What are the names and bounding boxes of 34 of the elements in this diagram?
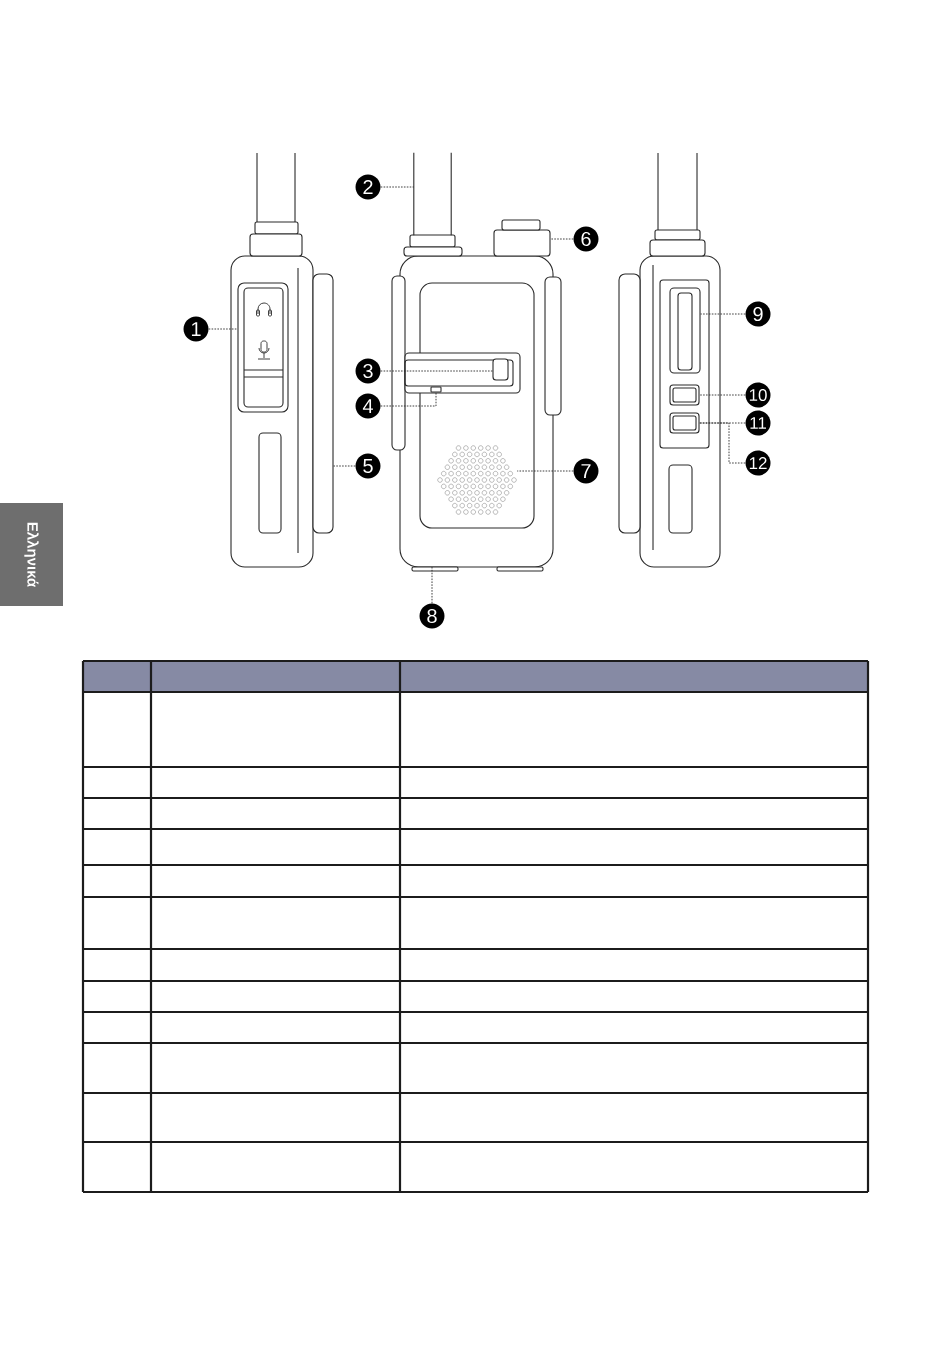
callout-number: 5	[355, 453, 381, 479]
language-tab: Ελληνικά	[0, 503, 63, 606]
button	[669, 412, 700, 434]
jack-cover	[237, 282, 289, 413]
antenna	[413, 152, 452, 236]
leader-line	[380, 392, 437, 407]
callout-number: 6	[573, 226, 599, 252]
leader-line	[516, 470, 574, 472]
leader-line	[699, 422, 746, 464]
callout-number: 3	[355, 358, 381, 384]
leader-line	[700, 313, 746, 315]
callout-number: 11	[745, 410, 771, 436]
side-button	[669, 287, 701, 374]
callout-number: 2	[355, 174, 381, 200]
button	[669, 384, 700, 406]
leader-line	[699, 394, 746, 396]
leader-line	[380, 370, 493, 372]
callout-number: 1	[183, 316, 209, 342]
knob	[493, 219, 551, 257]
callout-number: 10	[745, 382, 771, 408]
callout-number: 4	[355, 393, 381, 419]
indicator-light	[430, 386, 442, 393]
callout-number: 12	[745, 450, 771, 476]
leader-line	[208, 328, 238, 330]
leader-line	[380, 186, 415, 188]
callout-number: 8	[419, 603, 445, 629]
callout-number: 9	[745, 301, 771, 327]
side-panel	[312, 273, 334, 534]
leader-line	[431, 566, 433, 604]
leader-line	[333, 465, 356, 467]
leader-line	[550, 238, 574, 240]
speaker-grille	[437, 445, 517, 515]
callout-number: 7	[573, 458, 599, 484]
button	[492, 358, 509, 381]
